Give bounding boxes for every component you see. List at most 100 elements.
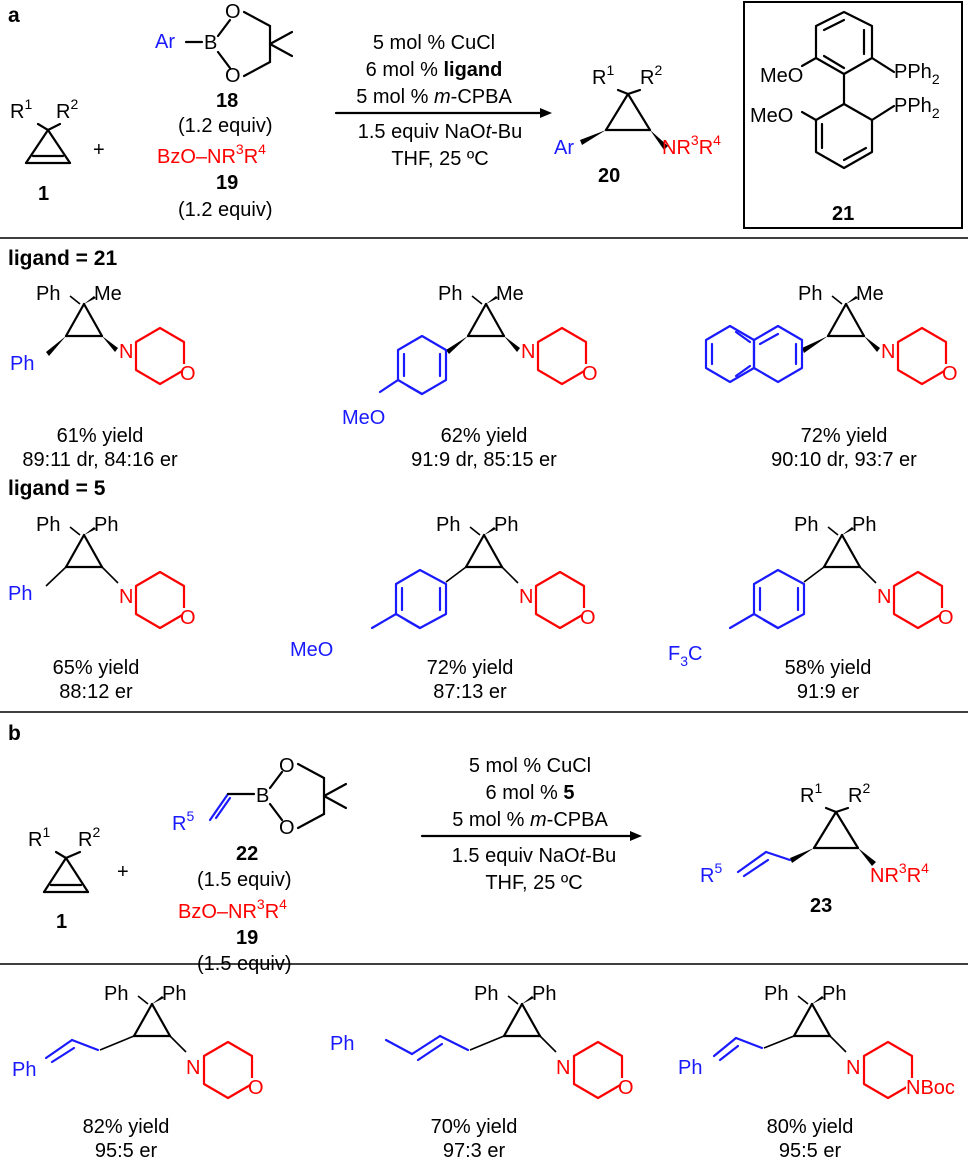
methoxy-lower: MeO bbox=[750, 105, 793, 127]
morpholine-o: O bbox=[180, 363, 196, 385]
sub1-label: Ph bbox=[104, 983, 128, 1005]
condition-line-2: 6 mol % 5 bbox=[486, 782, 575, 804]
sub1-label: Ph bbox=[794, 514, 818, 536]
product-b-2: Ph Ph Ph N O 70% yield 97:3 er bbox=[330, 983, 642, 1162]
amine-formula: BzO–NR3R4 bbox=[178, 896, 287, 923]
piperazine-n: N bbox=[846, 1057, 860, 1079]
selectivity: 88:12 er bbox=[59, 681, 133, 703]
product-23: R1 R2 R5 NR3R4 23 bbox=[700, 780, 929, 917]
sub1-label: Ph bbox=[438, 283, 462, 305]
boronate-equiv: (1.5 equiv) bbox=[197, 869, 292, 891]
r1-label: R1 bbox=[28, 824, 50, 851]
vinyl-label: Ph bbox=[330, 1033, 354, 1055]
product-r2: R2 bbox=[848, 780, 870, 807]
condition-line-1: 5 mol % CuCl bbox=[373, 32, 495, 54]
morpholine-n: N bbox=[119, 341, 133, 363]
product-amine: NR3R4 bbox=[870, 860, 929, 887]
morpholine-n: N bbox=[521, 341, 535, 363]
condition-line-1: 5 mol % CuCl bbox=[469, 755, 591, 777]
aryl-label: Ph bbox=[10, 353, 34, 375]
amine-formula: BzO–NR3R4 bbox=[157, 141, 266, 168]
aryl-label: Ph bbox=[8, 583, 32, 605]
product-l21-1: Ph Me Ph N O 61% yield 89:11 dr, 84:16 e… bbox=[10, 283, 204, 471]
boron-atom: B bbox=[256, 785, 269, 807]
compound-19-number: 19 bbox=[236, 927, 258, 949]
condition-line-4: 1.5 equiv NaOt-Bu bbox=[358, 121, 523, 143]
yield: 62% yield bbox=[441, 425, 528, 447]
condition-line-2: 6 mol % ligand bbox=[366, 59, 503, 81]
sub1-label: Ph bbox=[798, 283, 822, 305]
morpholine-o: O bbox=[582, 363, 598, 385]
oxygen-top: O bbox=[279, 755, 295, 777]
selectivity: 91:9 dr, 85:15 er bbox=[411, 449, 557, 471]
ligand5-header: ligand = 5 bbox=[8, 477, 106, 500]
condition-line-3: 5 mol % m-CPBA bbox=[452, 809, 608, 831]
pph2-upper: PPh2 bbox=[894, 61, 940, 87]
product-r1: R1 bbox=[800, 780, 822, 807]
compound-22-number: 22 bbox=[236, 843, 258, 865]
cyclopropene-reactant-a: R1 R2 1 bbox=[10, 96, 78, 205]
vinyl-label: Ph bbox=[678, 1057, 702, 1079]
yield: 72% yield bbox=[427, 657, 514, 679]
pph2-lower: PPh2 bbox=[894, 95, 940, 121]
selectivity: 89:11 dr, 84:16 er bbox=[22, 449, 178, 471]
sub1-label: Ph bbox=[764, 983, 788, 1005]
boron-atom: B bbox=[204, 32, 217, 54]
sub2-label: Me bbox=[94, 283, 122, 305]
aryl-label: MeO bbox=[342, 407, 385, 429]
product-20: R1 R2 Ar NR3R4 20 bbox=[554, 62, 721, 187]
compound-1-number: 1 bbox=[38, 183, 49, 205]
yield: 72% yield bbox=[801, 425, 888, 447]
morpholine-o: O bbox=[618, 1077, 634, 1099]
plus-sign: + bbox=[93, 139, 105, 161]
oxygen-bottom: O bbox=[225, 65, 241, 87]
sub1-label: Ph bbox=[436, 514, 460, 536]
sub2-label: Ph bbox=[94, 514, 118, 536]
product-l21-2: Ph Me MeO N O 62% yield 91:9 dr, 85:15 e… bbox=[342, 283, 606, 471]
morpholine-o: O bbox=[938, 607, 954, 629]
yield: 65% yield bbox=[53, 657, 140, 679]
sub1-label: Ph bbox=[36, 283, 60, 305]
sub2-label: Ph bbox=[162, 983, 186, 1005]
plus-sign: + bbox=[117, 861, 129, 883]
morpholine-o: O bbox=[580, 607, 596, 629]
aryl-label: MeO bbox=[290, 639, 333, 661]
morpholine-n: N bbox=[881, 341, 895, 363]
sub2-label: Ph bbox=[494, 514, 518, 536]
selectivity: 90:10 dr, 93:7 er bbox=[771, 449, 917, 471]
selectivity: 97:3 er bbox=[443, 1140, 506, 1162]
compound-21-number: 21 bbox=[832, 203, 854, 225]
oxygen-bottom: O bbox=[279, 817, 295, 839]
yield: 58% yield bbox=[785, 657, 872, 679]
amine-reagent-19b: BzO–NR3R4 19 (1.5 equiv) bbox=[178, 896, 292, 975]
selectivity: 95:5 er bbox=[779, 1140, 842, 1162]
product-l5-1: Ph Ph Ph N O 65% yield 88:12 er bbox=[8, 514, 204, 703]
product-l5-2: Ph Ph MeO N O 72% yield 87:13 er bbox=[290, 514, 604, 703]
product-r2: R2 bbox=[640, 62, 662, 89]
oxygen-top: O bbox=[225, 1, 241, 23]
sub2-label: Ph bbox=[852, 514, 876, 536]
morpholine-n: N bbox=[119, 586, 133, 608]
product-l5-3: Ph Ph F3C N O 58% yield 91:9 er bbox=[668, 514, 962, 703]
yield: 82% yield bbox=[83, 1116, 170, 1138]
sub2-label: Ph bbox=[822, 983, 846, 1005]
condition-line-5: THF, 25 ºC bbox=[391, 148, 488, 170]
morpholine-n: N bbox=[556, 1057, 570, 1079]
cyclopropene-reactant-b: R1 R2 1 bbox=[28, 824, 100, 933]
nboc-label: NBoc bbox=[906, 1077, 955, 1099]
morpholine-o: O bbox=[180, 607, 196, 629]
yield: 61% yield bbox=[57, 425, 144, 447]
r1-label: R1 bbox=[10, 96, 32, 123]
yield: 80% yield bbox=[767, 1116, 854, 1138]
compound-1-number: 1 bbox=[56, 911, 67, 933]
condition-line-5: THF, 25 ºC bbox=[485, 872, 582, 894]
morpholine-n: N bbox=[186, 1057, 200, 1079]
vinyl-label: Ph bbox=[12, 1059, 36, 1081]
sub2-label: Me bbox=[496, 283, 524, 305]
product-b-1: Ph Ph Ph N O 82% yield 95:5 er bbox=[12, 983, 272, 1162]
compound-23-number: 23 bbox=[810, 895, 832, 917]
boronate-equiv: (1.2 equiv) bbox=[178, 115, 273, 137]
morpholine-n: N bbox=[519, 586, 533, 608]
condition-line-4: 1.5 equiv NaOt-Bu bbox=[452, 845, 617, 867]
